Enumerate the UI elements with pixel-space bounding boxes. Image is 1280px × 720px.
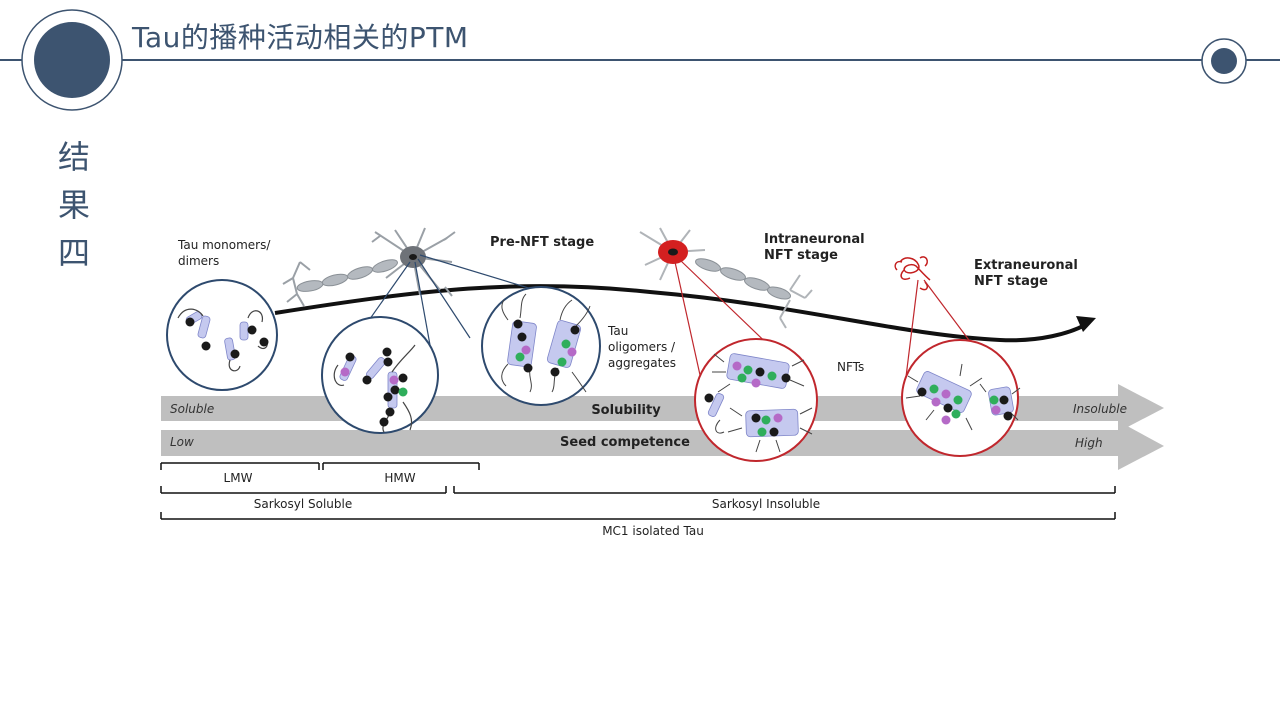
figure-crop-mask	[560, 537, 760, 547]
diseased-neuron-nucleus	[668, 248, 678, 256]
hmw-label: HMW	[384, 471, 415, 485]
corner-badge-dot	[1211, 48, 1237, 74]
solubility-center-label: Solubility	[591, 403, 661, 418]
header-decoration	[0, 9, 1280, 111]
side-label-char-2: 果	[57, 186, 90, 224]
monomer-circle	[166, 279, 278, 391]
solubility-left-label: Soluble	[170, 402, 214, 416]
healthy-axon	[296, 259, 398, 292]
header-badge-dot	[34, 22, 110, 98]
stage-prenft-label: Pre-NFT stage	[490, 235, 594, 250]
sarkosyl-insoluble-label: Sarkosyl Insoluble	[712, 497, 820, 511]
oligomer-circle	[481, 286, 601, 406]
fraction-brackets	[160, 462, 1116, 520]
seed-right-label: High	[1075, 436, 1103, 450]
healthy-neuron-nucleus	[409, 254, 417, 260]
seed-left-label: Low	[170, 435, 194, 449]
hmw-circle	[321, 316, 439, 434]
monomer-phospho-markers	[185, 317, 269, 359]
stage-monomers-label: Tau monomers/dimers	[177, 238, 271, 268]
sarkosyl-soluble-label: Sarkosyl Soluble	[254, 497, 353, 511]
side-label-char-3: 四	[57, 234, 90, 272]
mc1-label: MC1 isolated Tau	[602, 524, 704, 538]
extraneuronal-tangle	[894, 256, 931, 291]
side-label-char-1: 结	[57, 138, 90, 176]
diseased-axon	[695, 258, 792, 300]
healthy-neuron	[282, 227, 456, 307]
nfts-label: NFTs	[837, 360, 864, 374]
slide-title: Tau的播种活动相关的PTM	[132, 21, 469, 54]
extraneuronal-circle	[901, 339, 1021, 457]
diseased-neuron	[639, 227, 813, 329]
lmw-label: LMW	[224, 471, 253, 485]
solubility-right-label: Insoluble	[1073, 402, 1127, 416]
progression-arrowhead	[1076, 316, 1096, 332]
seed-center-label: Seed competence	[560, 435, 690, 450]
progression-curve	[274, 284, 1086, 343]
nft-circle	[694, 338, 818, 462]
